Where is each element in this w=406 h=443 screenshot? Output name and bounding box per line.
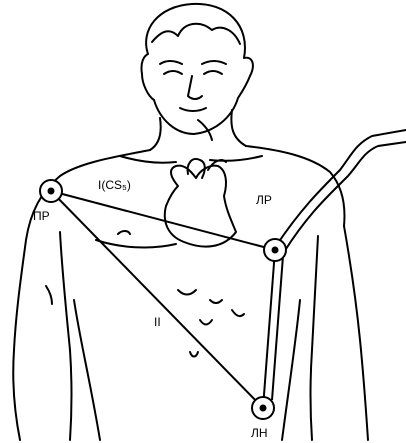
label-lead-one: I(CS₅) (98, 178, 131, 192)
pec-line (96, 240, 176, 247)
nose (188, 76, 202, 99)
bicep-mark (46, 286, 52, 304)
electrode-right-arm (40, 180, 62, 202)
abs-mark-2 (200, 320, 212, 325)
abs-mark-1 (178, 290, 196, 295)
label-right-arm: ПР (33, 209, 50, 223)
right-arm-inner (60, 232, 72, 440)
mouth (180, 108, 206, 111)
aorta (188, 159, 205, 178)
lead-one-line (51, 191, 275, 250)
lead-two-line (51, 191, 263, 408)
left-shoulder (246, 146, 344, 226)
left-brow (202, 61, 226, 64)
label-lead-two: II (154, 315, 161, 329)
electrode-left-arm (264, 239, 286, 261)
abs-mark-3 (210, 300, 222, 303)
right-eye (164, 71, 182, 74)
lead-lines (51, 191, 283, 408)
heart-outline (165, 166, 236, 247)
electrode-left-leg (252, 397, 274, 419)
rib-mark (232, 310, 244, 316)
hair-line (152, 24, 240, 44)
left-arm-outer (344, 226, 368, 440)
clavicle-right (120, 156, 176, 163)
label-left-arm: ЛР (256, 193, 272, 207)
right-side-torso (74, 300, 100, 440)
label-left-leg: ЛН (251, 426, 268, 440)
cable-outer (276, 130, 406, 246)
neck-left (231, 110, 246, 146)
left-side-torso (282, 300, 300, 440)
nipple-right (118, 231, 130, 234)
left-arm-inner (311, 236, 319, 440)
left-eye (204, 71, 222, 74)
torso-outline (13, 150, 150, 440)
navel (190, 352, 198, 357)
neck-right (150, 118, 161, 150)
right-brow (160, 61, 182, 64)
